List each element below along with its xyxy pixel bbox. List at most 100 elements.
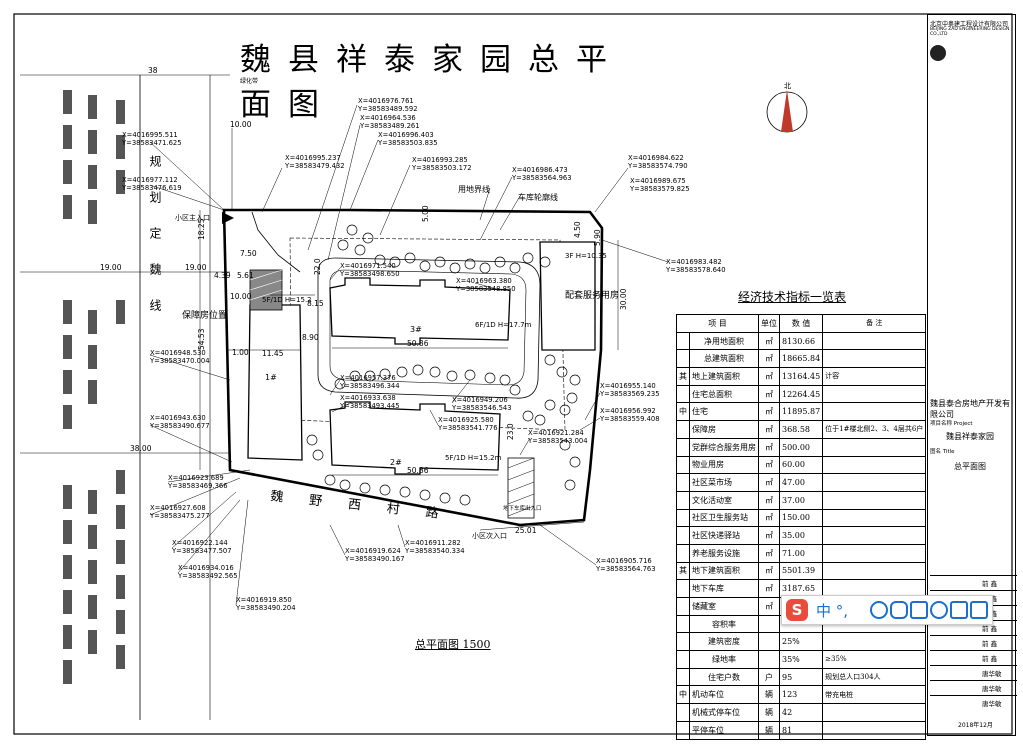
coordinate-label: Y=38583548.850 — [455, 285, 516, 293]
table-cell-unit: 辆 — [758, 703, 780, 722]
internal-road — [317, 257, 541, 399]
table-cell — [676, 473, 690, 492]
user-icon[interactable] — [930, 601, 948, 619]
tree-symbol — [337, 239, 349, 251]
tree-symbol — [484, 372, 496, 384]
coordinate-label: X=4016977.112 — [122, 176, 178, 184]
coordinate-label: Y=38583569.235 — [599, 390, 660, 398]
dim-label: 38.00 — [130, 444, 152, 453]
table-cell — [676, 720, 690, 740]
table-cell-item: 绿地率 — [689, 650, 759, 669]
table-cell — [676, 526, 690, 545]
table-cell — [676, 331, 690, 351]
tree-symbol — [569, 374, 581, 386]
building-3 — [329, 277, 511, 345]
table-cell-unit: ㎡ — [758, 402, 780, 422]
table-header-cell: 数 值 — [778, 314, 824, 333]
coordinate-label: Y=38583541.776 — [437, 424, 498, 432]
table-cell — [676, 384, 690, 404]
tree-symbol — [334, 378, 346, 390]
tree-symbol — [494, 256, 506, 268]
table-cell-value: 150.00 — [778, 508, 824, 528]
emoji-icon[interactable] — [870, 601, 888, 619]
drawing-name: 总平面图 — [954, 462, 986, 471]
road-name-vertical: 规划定魏线 — [148, 154, 162, 335]
table-cell-note — [822, 508, 927, 528]
dimension-lines — [20, 74, 619, 531]
tree-symbol — [389, 256, 401, 268]
tree-symbol — [544, 399, 556, 411]
table-cell-unit: ㎡ — [758, 543, 780, 563]
table-cell-unit — [758, 650, 780, 669]
coordinate-label: X=4016993.285 — [412, 156, 468, 164]
coordinate-label: Y=38583490.677 — [149, 422, 210, 430]
site-corner-curve — [251, 211, 301, 273]
table-cell-value: 35% — [778, 650, 824, 669]
title-block: 北京中奥建工程设计有限公司 BEIJING ZAD ENGINEERING DE… — [927, 14, 1017, 736]
service-height: 3F H=10.35 — [565, 252, 607, 260]
tree-symbol — [362, 232, 374, 244]
table-cell-value: 35.00 — [778, 526, 824, 545]
voice-icon[interactable] — [890, 601, 908, 619]
tree-symbol — [569, 456, 581, 468]
tree-symbol — [429, 366, 441, 378]
sogou-logo-icon[interactable]: S — [786, 599, 808, 621]
table-cell-value: 71.00 — [778, 543, 824, 563]
table-cell-note — [822, 437, 927, 457]
dim-label: 50.86 — [407, 339, 429, 348]
coordinate-label: X=4016971.540 — [340, 262, 396, 270]
ime-mode-indicator[interactable]: 中 °, — [816, 602, 849, 620]
signature-name: 唐华敏 — [982, 700, 1002, 708]
tree-symbol — [566, 392, 578, 404]
table-cell-unit: 辆 — [758, 685, 780, 705]
dim-label: 1.00 — [232, 348, 249, 357]
tree-symbol — [449, 262, 461, 274]
coordinate-label: Y=38583492.565 — [177, 572, 238, 580]
table-cell-value: 60.00 — [778, 455, 824, 475]
coordinate-label: X=4016964.536 — [360, 114, 416, 122]
table-cell: 其 — [676, 367, 690, 386]
coordinate-label: Y=38583579.825 — [629, 185, 690, 193]
table-cell-note: 计容 — [822, 367, 927, 386]
tree-symbol — [464, 369, 476, 381]
tree-symbol — [434, 256, 446, 268]
dim-label: 7.50 — [240, 249, 257, 258]
toolbox-icon[interactable] — [970, 601, 988, 619]
table-cell-unit: ㎡ — [758, 384, 780, 404]
internal-road-inner — [329, 269, 527, 386]
input-method-toolbar[interactable]: S 中 °, — [781, 595, 993, 625]
coordinate-label: Y=38583559.408 — [599, 415, 660, 423]
keyboard-icon[interactable] — [910, 601, 928, 619]
main-entry-label: 小区主入口 — [175, 213, 210, 222]
coordinate-label: Y=38583470.004 — [149, 357, 210, 365]
table-cell: 其 — [676, 561, 690, 581]
dim-label: 54.53 — [197, 328, 206, 350]
garage-ramp — [507, 457, 535, 519]
company-name-en: BEIJING ZAD ENGINEERING DESIGN CO.,LTD — [930, 27, 1010, 37]
tree-symbol — [324, 474, 336, 486]
tree-symbol — [312, 449, 324, 461]
table-cell-unit: ㎡ — [758, 331, 780, 351]
coordinate-label: Y=38583564.963 — [511, 174, 572, 182]
coordinate-label: Y=38583496.344 — [339, 382, 400, 390]
table-cell-note — [822, 349, 927, 369]
north-label: 北 — [784, 82, 791, 90]
table-cell-item: 住宅总面积 — [689, 384, 759, 404]
table-cell-note: 带充电桩 — [822, 685, 927, 705]
coordinate-label: X=4016983.482 — [666, 258, 722, 266]
tree-symbol — [559, 439, 571, 451]
trees — [306, 224, 581, 506]
table-cell-unit — [758, 632, 780, 652]
table-cell-unit: ㎡ — [758, 367, 780, 386]
sheet-border — [13, 13, 1013, 735]
north-arrow: 北 — [766, 82, 808, 133]
table-cell-item: 机械式停车位 — [689, 703, 759, 722]
skin-icon[interactable] — [950, 601, 968, 619]
building-3-label: 3# — [410, 325, 422, 334]
building-2-label: 2# — [390, 458, 402, 467]
